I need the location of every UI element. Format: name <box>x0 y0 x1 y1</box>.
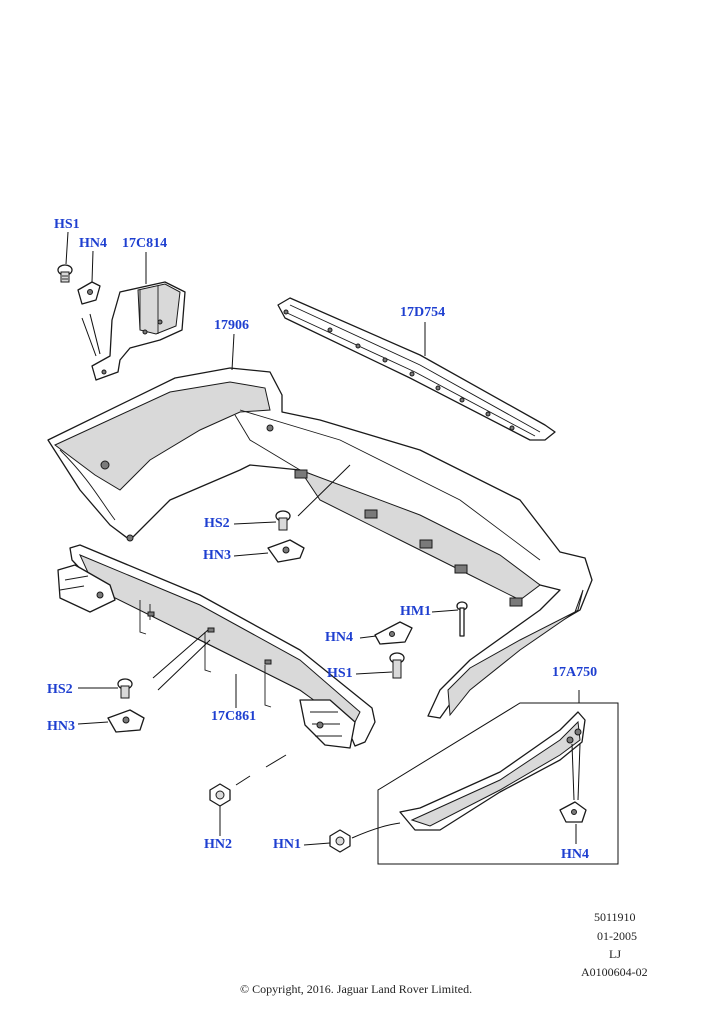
clip-hn4-mid <box>374 621 413 645</box>
callout-hn2: HN2 <box>204 837 232 852</box>
callout-hn4-mid: HN4 <box>325 630 353 645</box>
callout-hn4-top: HN4 <box>79 236 107 251</box>
callout-hs1-top: HS1 <box>54 217 80 232</box>
drawing-initials: LJ <box>609 947 621 961</box>
nut-hn1 <box>329 829 351 853</box>
clip-hn4-low <box>559 801 587 823</box>
callout-hs2-low: HS2 <box>47 682 73 697</box>
callout-hs1-mid: HS1 <box>327 666 353 681</box>
stud-hm1 <box>456 601 468 637</box>
reinforcement-17c861 <box>57 544 376 749</box>
callout-hn3-mid: HN3 <box>203 548 231 563</box>
screw-hs2-mid <box>275 510 291 531</box>
callout-hs2-mid: HS2 <box>204 516 230 531</box>
copyright-notice: © Copyright, 2016. Jaguar Land Rover Lim… <box>240 982 473 996</box>
drawing-reference: A0100604-02 <box>581 965 648 979</box>
callout-17906: 17906 <box>214 318 249 333</box>
nut-hn3-low <box>107 709 145 733</box>
callout-hn1: HN1 <box>273 837 301 852</box>
callout-17a750: 17A750 <box>552 665 598 680</box>
drawing-code: 5011910 <box>594 910 636 924</box>
bumper-cover-17906 <box>47 367 593 719</box>
nut-hn2 <box>209 783 231 807</box>
callout-hm1: HM1 <box>400 604 432 619</box>
nut-hn3-mid <box>267 539 305 563</box>
callout-17d754: 17D754 <box>400 305 446 320</box>
screw-hs2-low <box>117 678 133 699</box>
callout-17c861: 17C861 <box>211 709 257 724</box>
step-pad-17a750 <box>399 711 586 831</box>
bracket-17c814 <box>91 281 186 381</box>
callout-17c814: 17C814 <box>122 236 168 251</box>
screw-hs1-mid <box>389 652 405 679</box>
drawing-date: 01-2005 <box>597 929 637 943</box>
clip-hn4-top <box>77 281 101 305</box>
callout-hn3-low: HN3 <box>47 719 75 734</box>
callout-hn4-low: HN4 <box>561 847 589 862</box>
screw-hs1-top <box>57 264 73 283</box>
step-pad-17d754 <box>277 297 556 441</box>
